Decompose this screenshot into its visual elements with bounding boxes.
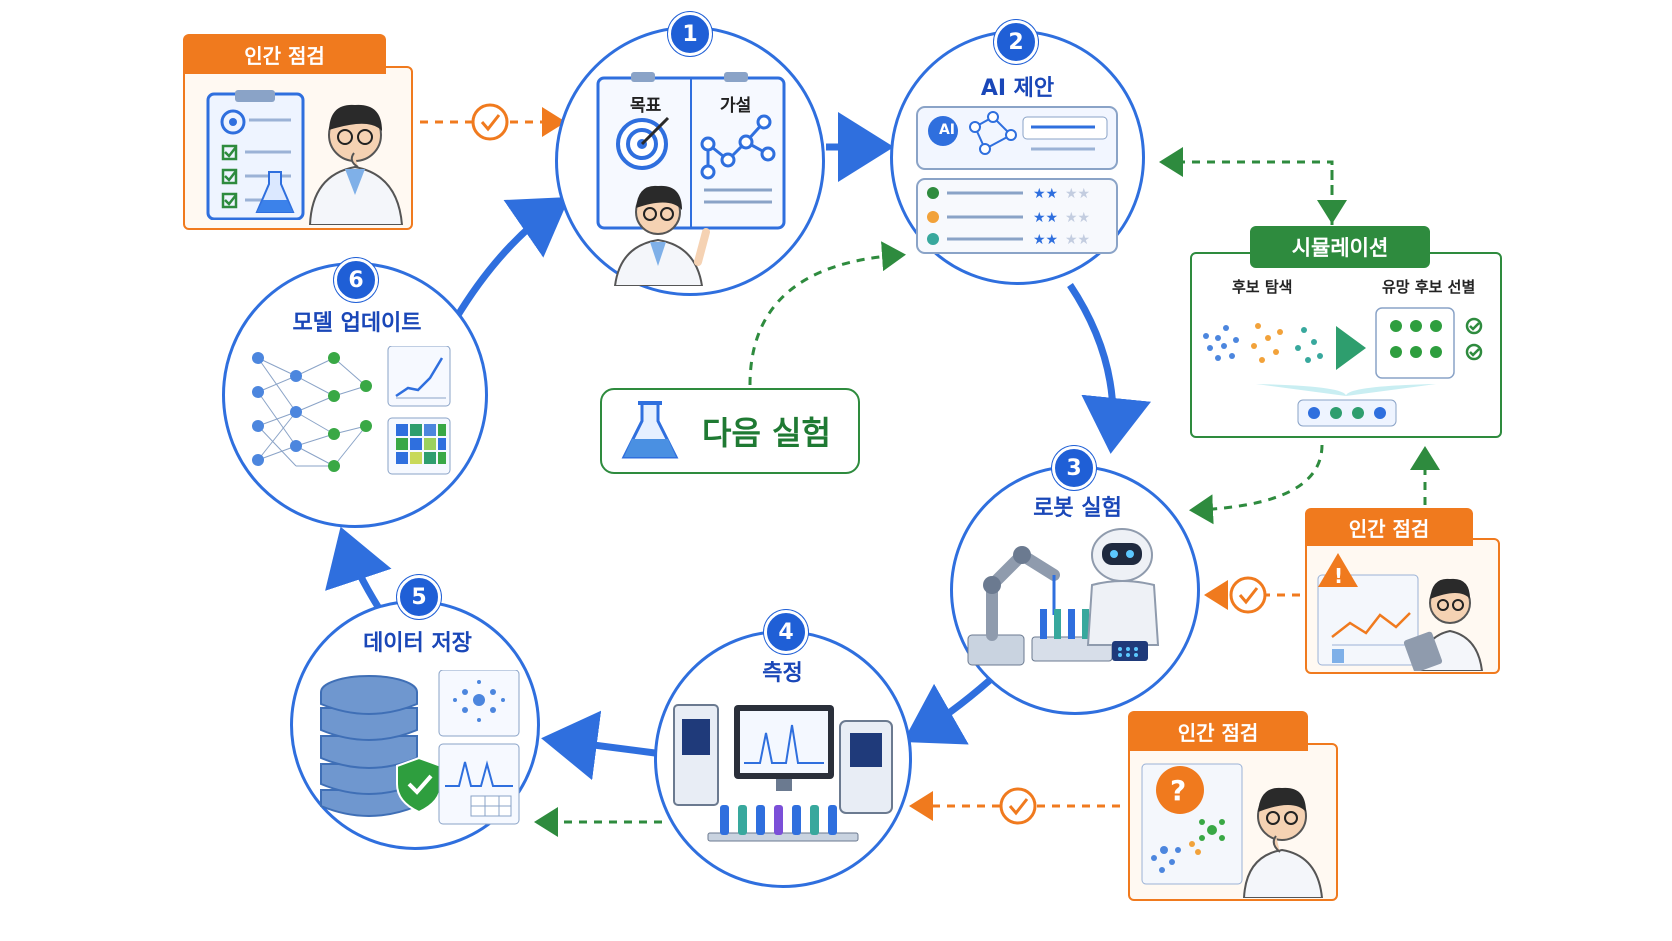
svg-text:★★: ★★	[1065, 232, 1090, 248]
step-4-title: 측정	[762, 661, 803, 686]
step-6-number: 6	[334, 258, 378, 302]
hypothesis-label: 가설	[720, 96, 752, 116]
step-5-number: 5	[397, 575, 441, 619]
next-experiment-box: 다음 실험	[600, 388, 860, 474]
step-4-number: 4	[764, 610, 808, 654]
step-3-number: 3	[1052, 446, 1096, 490]
step-2-number: 2	[994, 20, 1038, 64]
neural-network-graphic	[252, 346, 451, 475]
question-icon	[1156, 766, 1204, 814]
step-3-title: 로봇 실험	[1033, 496, 1122, 521]
svg-text:★★: ★★	[1065, 210, 1090, 226]
flask-icon-small	[255, 171, 295, 213]
candidate-search-label: 후보 탐색	[1232, 278, 1293, 296]
arrow-6-to-1	[451, 197, 570, 322]
step-5-title: 데이터 저장	[363, 631, 472, 656]
svg-text:★★: ★★	[1033, 186, 1058, 202]
arrow-2-to-3	[1067, 283, 1151, 454]
step-2-title: AI 제안	[980, 76, 1055, 101]
human-review-tab: 인간 점검	[1128, 711, 1308, 751]
scientist-icon	[308, 104, 404, 225]
svg-text:★★: ★★	[1065, 186, 1090, 202]
sim-to-3	[1189, 444, 1324, 525]
svg-text:?: ?	[1170, 774, 1186, 807]
human-review-tab: 인간 점검	[1305, 508, 1473, 546]
warning-icon	[1318, 553, 1358, 587]
scientist-icon	[613, 185, 710, 286]
promising-selection-label: 유망 후보 선별	[1382, 278, 1476, 296]
step-6-title: 모델 업데이트	[292, 311, 422, 336]
arrow-4-to-5	[541, 710, 656, 781]
warning-chart-graphic: !	[1317, 553, 1484, 671]
svg-text:!: !	[1334, 564, 1343, 588]
arrow-3-to-4	[902, 677, 993, 745]
robot-lab-graphic	[967, 528, 1160, 666]
simulation-graphic	[1203, 307, 1483, 427]
simulation-title: 시뮬레이션	[1250, 226, 1430, 268]
question-review-graphic: ?	[1141, 763, 1324, 898]
svg-text:★★: ★★	[1033, 210, 1058, 226]
ai-proposal-panel: ★★ ★★ ★★ ★★ ★★ ★★	[916, 106, 1118, 254]
step-1-number: 1	[668, 12, 712, 56]
measurement-instruments	[673, 704, 893, 842]
ai-badge: AI	[938, 122, 956, 138]
arrow-5-to-6	[325, 526, 392, 612]
sim-to-2	[1159, 147, 1334, 225]
human-review-tab: 인간 점검	[183, 34, 386, 74]
goal-label: 목표	[630, 96, 662, 116]
next-exp-to-2	[748, 241, 906, 386]
database-graphic	[320, 670, 520, 825]
flask-icon	[621, 401, 679, 459]
next-experiment-label: 다음 실험	[702, 414, 831, 452]
svg-text:★★: ★★	[1033, 232, 1058, 248]
